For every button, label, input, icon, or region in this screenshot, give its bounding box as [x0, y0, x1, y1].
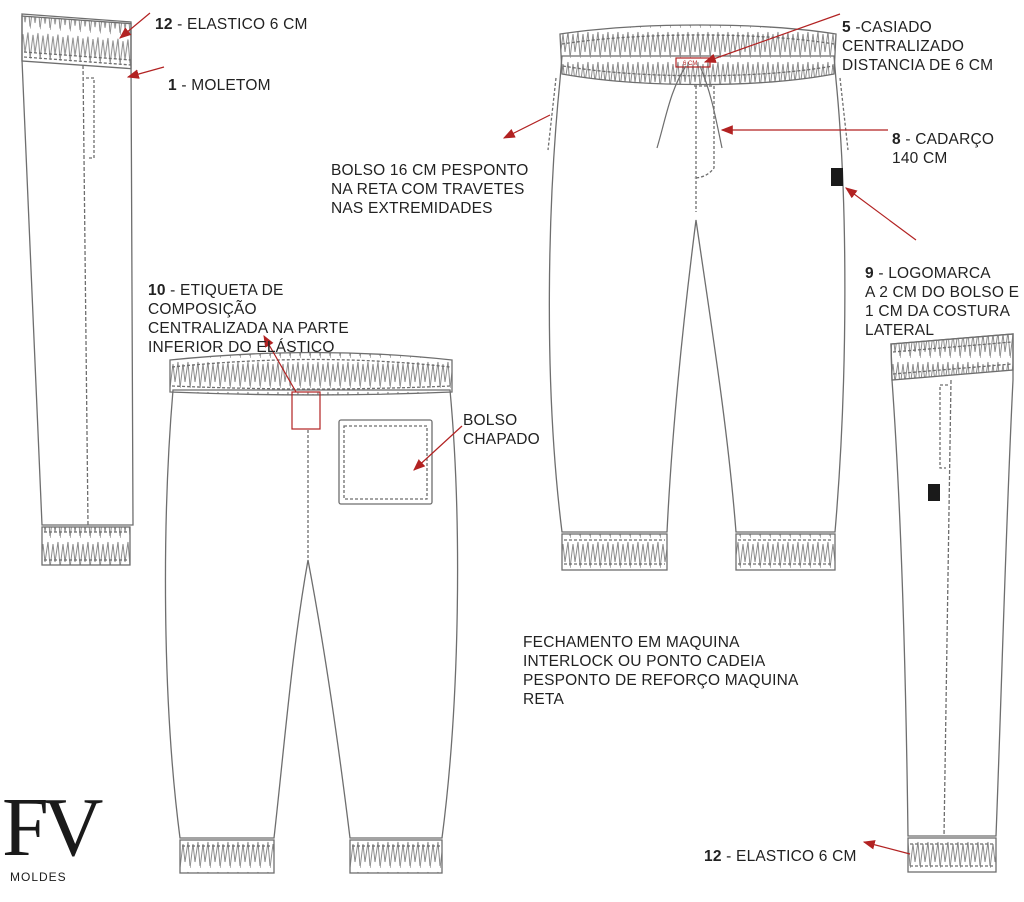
- arrow-bolso-front: [502, 114, 551, 139]
- side-right-body: [890, 333, 1014, 837]
- label-bolso-front: BOLSO 16 CM PESPONTO NA RETA COM TRAVETE…: [331, 162, 529, 217]
- side-left-cuff: [41, 526, 131, 566]
- side-left-pocket: [86, 77, 95, 159]
- front-body: [548, 55, 846, 533]
- arrow-elastic-top: [119, 12, 151, 39]
- label-elastic-top: 12 - ELASTICO 6 CM: [155, 16, 308, 33]
- drawstring-right: [699, 65, 723, 149]
- waist-mark-label: 6 CM: [683, 61, 697, 67]
- arrow-logomarca: [845, 187, 917, 241]
- side-left-seam: [82, 64, 89, 526]
- front-logo-block: [831, 168, 843, 186]
- brand-letters: FV: [2, 781, 103, 874]
- side-left-waistband: [21, 15, 132, 70]
- front-pocket-right: [839, 77, 849, 151]
- back-waistband: [169, 351, 453, 396]
- side-view-right: [890, 333, 1014, 873]
- side-view-left: [21, 13, 134, 566]
- arrow-casiado: [703, 13, 841, 63]
- label-moletom: 1 - MOLETOM: [168, 77, 271, 94]
- front-pocket-left: [547, 77, 557, 151]
- side-right-cuff: [907, 837, 997, 873]
- arrow-etiqueta: [263, 334, 297, 393]
- side-right-waistband: [890, 333, 1014, 381]
- composition-label: [291, 391, 321, 430]
- back-body: [164, 389, 459, 839]
- label-fechamento: FECHAMENTO EM MAQUINA INTERLOCK OU PONTO…: [523, 634, 799, 708]
- callout-arrows: [119, 12, 917, 855]
- label-cadarco: 8 - CADARÇO 140 CM: [892, 131, 995, 167]
- side-left-body: [21, 13, 134, 526]
- drawstring-left: [656, 65, 687, 149]
- brand-subtitle: MOLDES: [10, 870, 67, 884]
- patch-pocket: [338, 419, 433, 505]
- back-cuff-right: [349, 839, 443, 874]
- label-logomarca: 9 - LOGOMARCA A 2 CM DO BOLSO E 1 CM DA …: [865, 265, 1020, 339]
- label-elastic-bottom: 12 - ELASTICO 6 CM: [704, 848, 857, 865]
- brand-logo: FV MOLDES: [0, 786, 110, 902]
- side-right-seam: [943, 379, 952, 837]
- side-logo-block: [928, 484, 940, 501]
- arrow-bolso-chapado: [413, 425, 463, 471]
- back-cuff-left: [179, 839, 275, 874]
- label-casiado: 5 -CASIADO CENTRALIZADO DISTANCIA DE 6 C…: [842, 19, 994, 74]
- arrow-moletom: [126, 66, 165, 79]
- label-etiqueta: 10 - ETIQUETA DE COMPOSIÇÃO CENTRALIZADA…: [148, 282, 349, 356]
- back-view: [164, 351, 459, 874]
- label-bolso-chapado: BOLSO CHAPADO: [463, 412, 540, 448]
- front-view: [547, 24, 849, 571]
- arrow-elastic-bottom: [862, 840, 911, 855]
